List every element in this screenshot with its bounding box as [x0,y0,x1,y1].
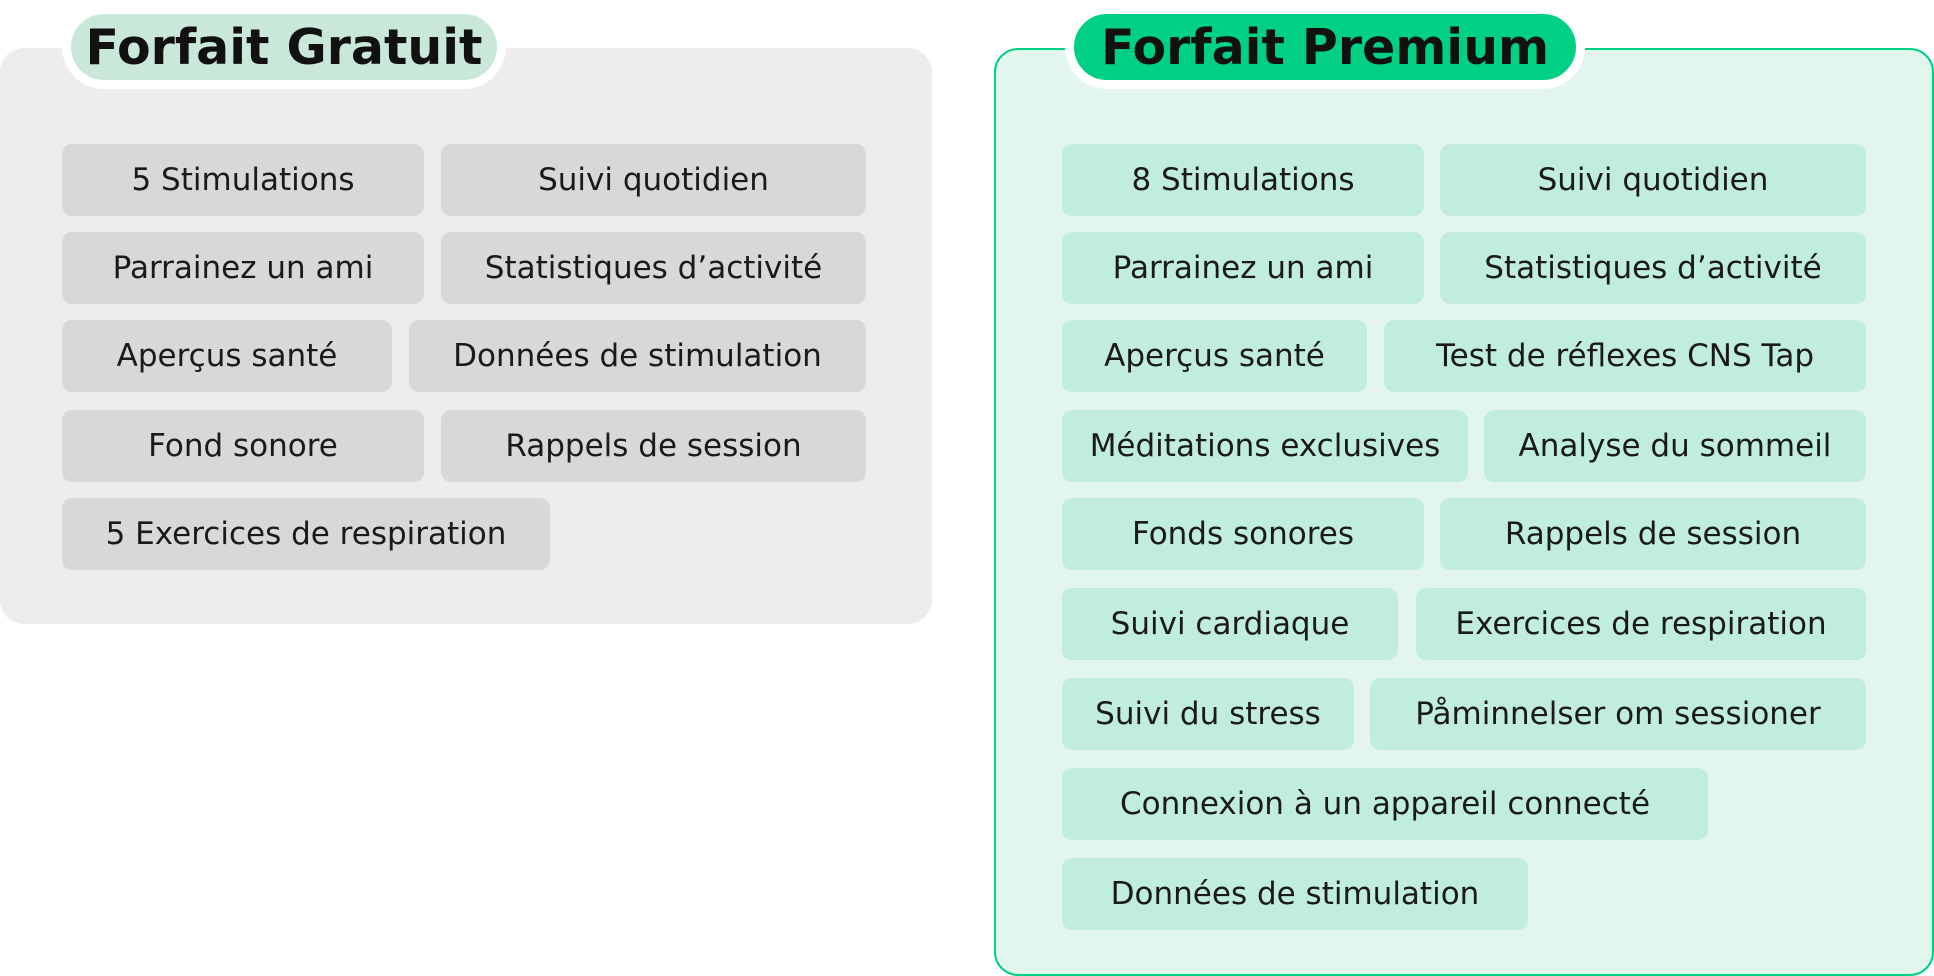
free-feature-refer-friend: Parrainez un ami [62,232,424,304]
premium-feature-session-reminders-sv: Påminnelser om sessioner [1370,678,1866,750]
free-feature-breathing-exercises: 5 Exercices de respiration [62,498,550,570]
premium-feature-heart-tracking: Suivi cardiaque [1062,588,1398,660]
premium-feature-session-reminders: Rappels de session [1440,498,1866,570]
premium-feature-sleep-analysis: Analyse du sommeil [1484,410,1866,482]
free-feature-soundscape: Fond sonore [62,410,424,482]
premium-feature-refer-friend: Parrainez un ami [1062,232,1424,304]
premium-feature-exclusive-meditations: Méditations exclusives [1062,410,1468,482]
premium-feature-health-insights: Aperçus santé [1062,320,1367,392]
premium-feature-activity-stats: Statistiques d’activité [1440,232,1866,304]
premium-feature-breathing-exercises: Exercices de respiration [1416,588,1866,660]
premium-feature-connected-device: Connexion à un appareil connecté [1062,768,1708,840]
premium-feature-stress-tracking: Suivi du stress [1062,678,1354,750]
free-feature-stimulations: 5 Stimulations [62,144,424,216]
premium-feature-stimulations: 8 Stimulations [1062,144,1424,216]
free-feature-health-insights: Aperçus santé [62,320,392,392]
premium-feature-stimulation-data: Données de stimulation [1062,858,1528,930]
free-feature-session-reminders: Rappels de session [441,410,866,482]
premium-plan-title: Forfait Premium [1065,5,1585,89]
premium-feature-daily-tracking: Suivi quotidien [1440,144,1866,216]
free-feature-daily-tracking: Suivi quotidien [441,144,866,216]
free-feature-activity-stats: Statistiques d’activité [441,232,866,304]
premium-feature-cns-tap-test: Test de réflexes CNS Tap [1384,320,1866,392]
free-feature-stimulation-data: Données de stimulation [409,320,866,392]
premium-feature-soundscapes: Fonds sonores [1062,498,1424,570]
free-plan-title: Forfait Gratuit [62,5,506,89]
